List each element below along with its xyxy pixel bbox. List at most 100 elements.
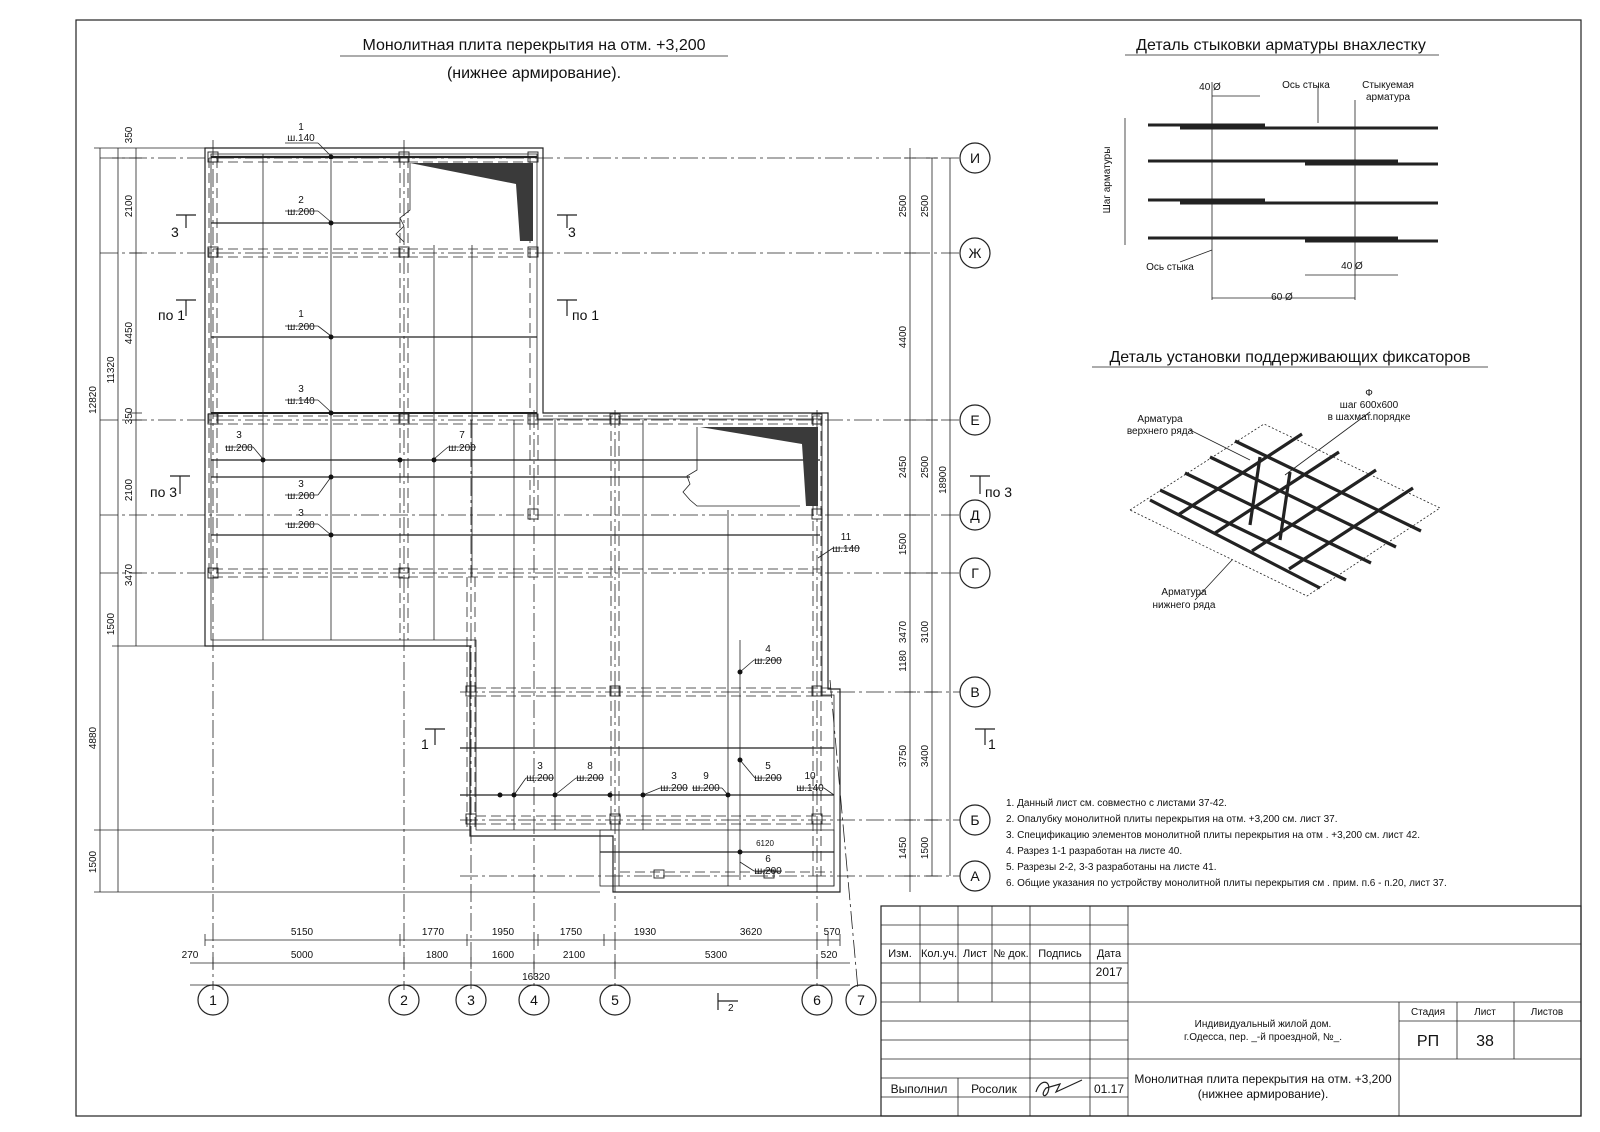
title-block: Изм. Кол.уч. Лист № док. Подпись Дата 20… <box>880 905 1582 1117</box>
general-notes: 1. Данный лист см. совместно с листами 3… <box>1006 798 1447 889</box>
signature <box>1035 1079 1083 1097</box>
rebar-label: 6ш.200 <box>739 854 782 877</box>
lap-detail-title: Деталь стыковки арматуры внахлестку <box>1136 37 1426 54</box>
svg-text:в шахмат.порядке: в шахмат.порядке <box>1328 412 1411 423</box>
svg-text:ш.200: ш.200 <box>692 783 720 794</box>
svg-text:3400: 3400 <box>920 744 931 767</box>
rebar-label: 5ш.200 <box>739 759 782 784</box>
note-item: 1. Данный лист см. совместно с листами 3… <box>1006 798 1227 809</box>
svg-text:01.17: 01.17 <box>1094 1082 1124 1096</box>
rebar-label: 3ш.140 <box>285 384 332 413</box>
section-marks: 3 3 по 1 по 1 по 3 по 3 1 1 2 <box>150 214 1012 1014</box>
svg-text:2017: 2017 <box>1096 965 1123 979</box>
svg-text:3470: 3470 <box>124 563 135 586</box>
svg-text:арматура: арматура <box>1366 92 1410 103</box>
svg-text:3100: 3100 <box>920 620 931 643</box>
svg-text:ш.200: ш.200 <box>576 773 604 784</box>
svg-text:ш.200: ш.200 <box>225 443 253 454</box>
svg-text:38: 38 <box>1476 1033 1494 1050</box>
svg-text:11: 11 <box>841 532 852 543</box>
note-item: 3. Спецификацию элементов монолитной пли… <box>1006 829 1420 841</box>
svg-text:1500: 1500 <box>106 612 117 635</box>
svg-text:ш.200: ш.200 <box>287 520 315 531</box>
note-item: 5. Разрезы 2-2, 3-3 разработаны на листе… <box>1006 861 1216 873</box>
svg-text:И: И <box>970 150 980 166</box>
svg-text:по 1: по 1 <box>158 307 185 323</box>
svg-text:1: 1 <box>421 736 429 752</box>
svg-text:40 Ø: 40 Ø <box>1199 82 1221 93</box>
svg-text:4: 4 <box>530 992 538 1008</box>
beam-lines <box>208 158 832 880</box>
svg-text:Лист: Лист <box>1474 1007 1496 1018</box>
svg-text:5000: 5000 <box>291 950 314 961</box>
rebar-label: 3ш.200 <box>285 508 332 536</box>
svg-text:1: 1 <box>209 992 217 1008</box>
svg-text:4: 4 <box>765 644 771 655</box>
col-axis-bubbles: 1 2 3 4 5 6 7 <box>197 984 877 1016</box>
rebar-label: 3ш.200 <box>513 761 554 796</box>
rebar-label: 1 ш.200 <box>285 309 332 337</box>
rebar-label: 11ш.140 <box>817 532 860 559</box>
svg-text:ш.200: ш.200 <box>287 322 315 333</box>
rebar-label: 3 ш.200 <box>225 430 264 460</box>
svg-text:1930: 1930 <box>634 927 657 938</box>
svg-text:Изм.: Изм. <box>888 948 912 960</box>
svg-text:1500: 1500 <box>920 836 931 859</box>
svg-text:1950: 1950 <box>492 927 515 938</box>
svg-text:ш.200: ш.200 <box>287 491 315 502</box>
rebar-label: 2ш.200 <box>285 195 332 223</box>
support-chairs-detail: Деталь установки поддерживающих фиксатор… <box>1092 349 1488 611</box>
svg-text:2: 2 <box>400 992 408 1008</box>
svg-text:1: 1 <box>298 309 304 320</box>
svg-text:3: 3 <box>236 430 242 441</box>
svg-text:1500: 1500 <box>88 850 99 873</box>
svg-text:ш.140: ш.140 <box>796 783 824 794</box>
svg-text:шаг 600х600: шаг 600х600 <box>1340 400 1399 411</box>
svg-text:№ док.: № док. <box>993 948 1028 960</box>
svg-text:1500: 1500 <box>898 532 909 555</box>
svg-text:2100: 2100 <box>124 478 135 501</box>
rebar-lines <box>211 154 834 886</box>
svg-text:Лист: Лист <box>963 948 987 960</box>
svg-text:ш.200: ш.200 <box>754 773 782 784</box>
svg-text:Стадия: Стадия <box>1411 1007 1445 1018</box>
svg-text:3: 3 <box>298 508 304 519</box>
svg-text:1180: 1180 <box>898 650 909 672</box>
main-title-line1: Монолитная плита перекрытия на отм. +3,2… <box>362 37 705 54</box>
svg-text:5150: 5150 <box>291 927 314 938</box>
stair-opening <box>410 163 533 241</box>
rebar-label: 7ш.200 <box>433 430 476 460</box>
svg-text:350: 350 <box>124 126 135 143</box>
svg-text:9: 9 <box>703 771 709 782</box>
svg-text:2500: 2500 <box>898 194 909 217</box>
svg-text:350: 350 <box>124 407 135 424</box>
chairs-detail-title: Деталь установки поддерживающих фиксатор… <box>1109 349 1470 366</box>
rebar-label: 8ш.200 <box>554 761 604 796</box>
svg-text:2100: 2100 <box>124 194 135 217</box>
svg-text:7: 7 <box>459 430 465 441</box>
svg-text:8: 8 <box>587 761 593 772</box>
svg-text:4400: 4400 <box>898 325 909 348</box>
svg-text:3750: 3750 <box>898 744 909 767</box>
svg-text:Стыкуемая: Стыкуемая <box>1362 80 1414 91</box>
svg-text:60 Ø: 60 Ø <box>1271 292 1293 303</box>
svg-text:ш.140: ш.140 <box>287 396 315 407</box>
svg-text:Росолик: Росолик <box>971 1082 1017 1096</box>
svg-text:Подпись: Подпись <box>1038 948 1082 960</box>
svg-text:Монолитная плита перекрытия на: Монолитная плита перекрытия на отм. +3,2… <box>1134 1072 1392 1086</box>
svg-text:5: 5 <box>611 992 619 1008</box>
stair-opening-2 <box>700 427 818 506</box>
svg-text:Дата: Дата <box>1097 948 1122 960</box>
note-item: 6. Общие указания по устройству монолитн… <box>1006 877 1447 889</box>
svg-text:18900: 18900 <box>938 466 949 494</box>
rebar-callouts: 1ш.140 2ш.200 1ш.200 3ш.140 3ш.200 7ш.20… <box>225 122 860 877</box>
rebar-label: 4ш.200 <box>739 644 782 673</box>
svg-text:10: 10 <box>804 771 816 782</box>
svg-text:ш.200: ш.200 <box>754 656 782 667</box>
svg-text:7: 7 <box>857 992 865 1008</box>
svg-text:6: 6 <box>813 992 821 1008</box>
main-title: Монолитная плита перекрытия на отм. +3,2… <box>340 37 728 82</box>
svg-text:2500: 2500 <box>920 194 931 217</box>
svg-text:Б: Б <box>970 812 979 828</box>
